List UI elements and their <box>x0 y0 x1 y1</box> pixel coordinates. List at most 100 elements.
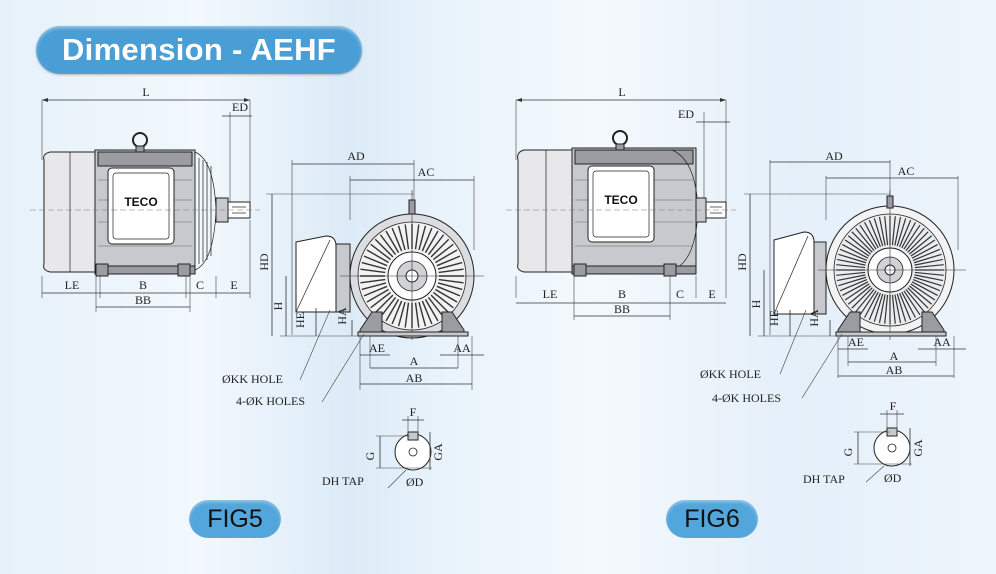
cooling-fin <box>438 278 464 284</box>
cooling-fin <box>404 224 410 250</box>
cooling-fin <box>891 216 896 246</box>
fig6-label-HD: HD <box>735 253 749 271</box>
cooling-fin <box>844 239 870 257</box>
fig6-label-LE: LE <box>543 287 558 301</box>
fig5-label-C: C <box>196 278 204 292</box>
cooling-fin <box>908 235 933 255</box>
fig5-label-AA: AA <box>453 341 471 355</box>
cooling-fin <box>901 291 916 318</box>
cooling-fin <box>894 294 902 324</box>
fig6-label-k-holes: 4-ØK HOLES <box>712 391 781 405</box>
cooling-fin <box>864 291 879 318</box>
fig6-label-AC: AC <box>898 164 915 178</box>
cooling-fin <box>878 294 886 324</box>
cooling-fin <box>379 234 397 256</box>
cooling-fin <box>370 291 392 309</box>
fig6-front-view: AD AC HD H HE HA AE AA <box>700 149 966 486</box>
cooling-fin <box>911 281 938 296</box>
fig6-label-AA: AA <box>933 335 951 349</box>
cooling-fin <box>361 261 387 270</box>
fig5-label-HA: HA <box>335 307 349 325</box>
cooling-fin <box>366 288 389 303</box>
cooling-fin <box>421 300 433 325</box>
fig5-brand-logo: TECO <box>124 195 157 209</box>
cooling-fin <box>903 224 921 250</box>
cooling-fin <box>430 294 450 314</box>
fig5-label-ED: ED <box>232 100 248 114</box>
cooling-fin <box>836 264 866 269</box>
fig5-label-kk-hole: ØKK HOLE <box>222 372 283 386</box>
cooling-fin <box>836 271 866 276</box>
fig6-label-C: C <box>676 287 684 301</box>
fig5-label-HE: HE <box>293 312 307 328</box>
cooling-fin <box>836 258 866 266</box>
cooling-fin <box>397 301 406 327</box>
cooling-fin <box>436 285 461 297</box>
cooling-fin <box>899 292 912 321</box>
cooling-fin <box>414 302 420 328</box>
cooling-fin <box>374 238 394 258</box>
fig6-label-BB: BB <box>614 302 630 316</box>
fig5-label-E: E <box>230 278 237 292</box>
cooling-fin <box>437 282 463 291</box>
cooling-fin <box>903 290 921 316</box>
fig6-label-HA: HA <box>807 309 821 327</box>
fig5-label: FIG5 <box>189 500 281 538</box>
cooling-fin <box>385 230 400 253</box>
cooling-fin <box>418 301 427 327</box>
fig5-label-H: H <box>271 301 285 310</box>
cooling-fin <box>379 296 397 318</box>
fig6-label-A: A <box>890 349 899 363</box>
cooling-fin <box>847 285 872 305</box>
cooling-fin <box>363 285 388 297</box>
cooling-fin <box>360 278 386 284</box>
fig5-label-k-holes: 4-ØK HOLES <box>236 394 305 408</box>
fig6-label-HE: HE <box>767 310 781 326</box>
cooling-fin <box>859 224 877 250</box>
cooling-fin <box>912 248 941 261</box>
cooling-fin <box>430 238 450 258</box>
cooling-fin <box>907 287 929 309</box>
cooling-fin <box>360 268 386 274</box>
fig6-brand-logo: TECO <box>604 193 637 207</box>
cooling-fin <box>404 302 410 328</box>
cooling-fin <box>363 255 388 267</box>
cooling-fin <box>432 291 454 309</box>
cooling-fin <box>391 300 403 325</box>
cooling-fin <box>427 296 445 318</box>
cooling-fin <box>435 249 458 264</box>
cooling-fin <box>878 216 886 246</box>
cooling-fin <box>391 227 403 252</box>
cooling-fin <box>873 218 884 247</box>
fig5-label-GA: GA <box>431 443 445 461</box>
cooling-fin <box>421 227 433 252</box>
cooling-fin <box>873 293 884 322</box>
fig5-side-view: L ED TECO <box>30 85 260 312</box>
cooling-fin <box>905 227 925 252</box>
cooling-fin <box>884 294 889 324</box>
cooling-fin <box>374 294 394 314</box>
cooling-fin <box>397 225 406 251</box>
cooling-fin <box>855 288 875 313</box>
cooling-fin <box>868 292 881 321</box>
cooling-fin <box>914 271 944 276</box>
cooling-fin <box>868 219 881 248</box>
cooling-fin <box>914 258 944 266</box>
fig5-label-AD: AD <box>347 149 365 163</box>
cooling-fin <box>385 299 400 322</box>
cooling-fin <box>366 249 389 264</box>
cooling-fin <box>847 235 872 255</box>
cooling-fin <box>914 274 944 282</box>
cooling-fin <box>851 287 873 309</box>
cooling-fin <box>912 279 941 292</box>
cooling-fin <box>418 225 427 251</box>
cooling-fin <box>855 227 875 252</box>
cooling-fin <box>432 243 454 261</box>
cooling-fin <box>914 264 944 269</box>
cooling-fin <box>911 244 938 259</box>
cooling-fin <box>414 224 420 250</box>
cooling-fin <box>838 276 867 287</box>
cooling-fin <box>424 299 439 322</box>
fig6-label-B: B <box>618 287 626 301</box>
cooling-fin <box>896 293 907 322</box>
